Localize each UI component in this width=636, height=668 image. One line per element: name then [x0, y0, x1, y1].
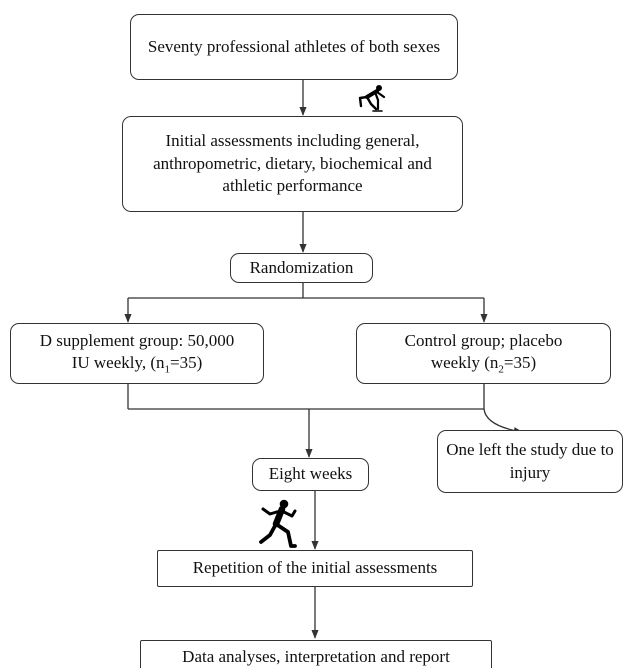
sprinter-start-icon [358, 85, 386, 112]
eight-weeks-text: Eight weeks [268, 464, 353, 484]
randomization-box: Randomization [230, 253, 373, 283]
control-group-text: Control group; placebo weekly (n2=35) [404, 330, 563, 376]
repetition-text: Repetition of the initial assessments [192, 558, 438, 578]
final-box: Data analyses, interpretation and report [140, 640, 492, 668]
supplement-group-box: D supplement group: 50,000 IU weekly, (n… [10, 323, 264, 384]
arrow-to-dropout [483, 408, 523, 435]
dropout-text: One left the study due to injury [446, 440, 614, 482]
eight-weeks-box: Eight weeks [252, 458, 369, 491]
control-group-box: Control group; placebo weekly (n2=35) [356, 323, 611, 384]
repetition-box: Repetition of the initial assessments [157, 550, 473, 587]
runner-icon [259, 499, 297, 548]
supplement-group-text: D supplement group: 50,000 IU weekly, (n… [39, 330, 235, 376]
initial-assessment-text: Initial assessments including general, a… [153, 131, 432, 196]
final-text: Data analyses, interpretation and report [182, 647, 450, 666]
start-text: Seventy professional athletes of both se… [147, 36, 441, 56]
randomization-text: Randomization [249, 257, 354, 277]
initial-assessment-box: Initial assessments including general, a… [122, 116, 463, 212]
dropout-box: One left the study due to injury [437, 430, 623, 493]
start-box: Seventy professional athletes of both se… [130, 14, 458, 80]
